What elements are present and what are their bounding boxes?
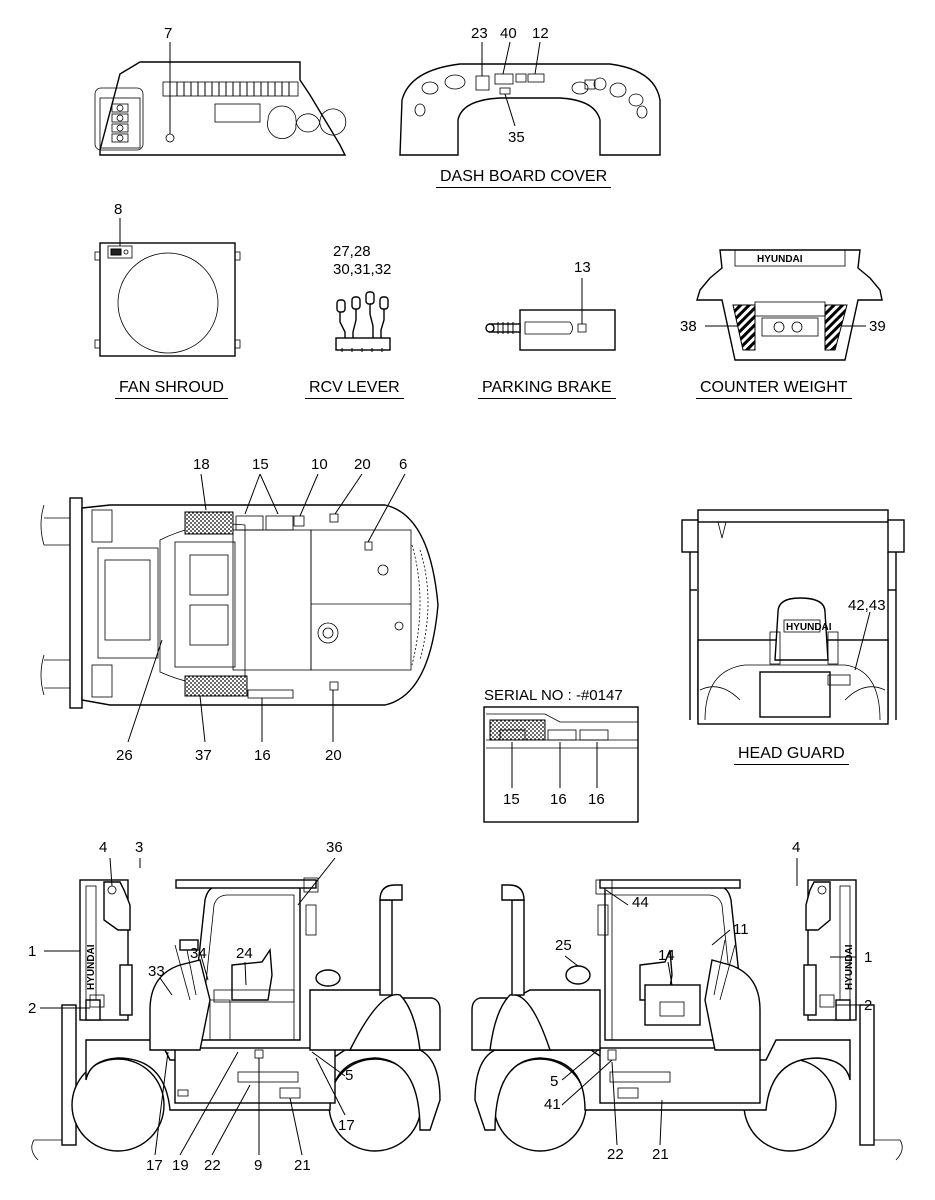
callout-left-1: 1 bbox=[28, 943, 37, 960]
callout-40: 40 bbox=[500, 25, 517, 42]
callout-left-21: 21 bbox=[294, 1157, 311, 1174]
callout-right-5: 5 bbox=[550, 1073, 559, 1090]
seat-brand: HYUNDAI bbox=[786, 622, 832, 633]
callout-7: 7 bbox=[164, 25, 173, 42]
callout-42-43: 42,43 bbox=[848, 597, 886, 614]
callout-left-3: 3 bbox=[135, 839, 144, 856]
callout-left-9: 9 bbox=[254, 1157, 263, 1174]
callout-27-28: 27,28 bbox=[333, 243, 371, 260]
callout-30-31-32: 30,31,32 bbox=[333, 261, 392, 278]
callout-top-20a: 20 bbox=[354, 456, 371, 473]
callout-right-21: 21 bbox=[652, 1146, 669, 1163]
callout-right-2: 2 bbox=[864, 997, 873, 1014]
callout-35: 35 bbox=[508, 129, 525, 146]
callout-39: 39 bbox=[869, 318, 886, 335]
callout-left-4: 4 bbox=[99, 839, 108, 856]
caption-counter-weight: COUNTER WEIGHT bbox=[696, 380, 852, 399]
callout-left-33: 33 bbox=[148, 963, 165, 980]
callout-8: 8 bbox=[114, 201, 123, 218]
callout-right-25: 25 bbox=[555, 937, 572, 954]
serial-inset bbox=[483, 706, 639, 823]
callout-left-22: 22 bbox=[204, 1157, 221, 1174]
parking-brake bbox=[485, 278, 616, 351]
callout-right-41: 41 bbox=[544, 1096, 561, 1113]
caption-fan-shroud: FAN SHROUD bbox=[115, 380, 228, 399]
callout-serial-16b: 16 bbox=[588, 791, 605, 808]
callout-left-24: 24 bbox=[236, 945, 253, 962]
counterweight-brand: HYUNDAI bbox=[757, 254, 803, 265]
mast-brand-left: HYUNDAI bbox=[86, 944, 97, 990]
callout-top-37: 37 bbox=[195, 747, 212, 764]
caption-parking-brake: PARKING BRAKE bbox=[478, 380, 616, 399]
callout-top-16: 16 bbox=[254, 747, 271, 764]
right-side-view: HYUNDAI bbox=[471, 858, 903, 1161]
callout-38: 38 bbox=[680, 318, 697, 335]
callout-top-20b: 20 bbox=[325, 747, 342, 764]
callout-right-4: 4 bbox=[792, 839, 801, 856]
callout-top-15: 15 bbox=[252, 456, 269, 473]
callout-12: 12 bbox=[532, 25, 549, 42]
serial-number-label: SERIAL NO : -#0147 bbox=[484, 687, 623, 704]
counter-weight bbox=[696, 249, 883, 361]
callout-left-5: 5 bbox=[345, 1067, 354, 1084]
rcv-lever bbox=[335, 291, 391, 352]
callout-right-44: 44 bbox=[632, 894, 649, 911]
callout-right-11: 11 bbox=[733, 921, 749, 938]
side-console-panel bbox=[94, 61, 347, 156]
callout-23: 23 bbox=[471, 25, 488, 42]
callout-left-17b: 17 bbox=[146, 1157, 163, 1174]
caption-rcv-lever: RCV LEVER bbox=[305, 380, 404, 399]
callout-top-10: 10 bbox=[311, 456, 328, 473]
callout-top-18: 18 bbox=[193, 456, 210, 473]
callout-right-22: 22 bbox=[607, 1146, 624, 1163]
left-side-view: HYUNDAI bbox=[31, 857, 441, 1161]
callout-right-1: 1 bbox=[864, 949, 873, 966]
callout-13: 13 bbox=[574, 259, 591, 276]
callout-serial-16a: 16 bbox=[550, 791, 567, 808]
callout-left-36: 36 bbox=[326, 839, 343, 856]
caption-dash-board-cover: DASH BOARD COVER bbox=[436, 169, 612, 188]
callout-top-26: 26 bbox=[116, 747, 133, 764]
callout-left-34: 34 bbox=[190, 945, 207, 962]
callout-serial-15: 15 bbox=[503, 791, 520, 808]
callout-left-19: 19 bbox=[172, 1157, 189, 1174]
fan-shroud bbox=[94, 218, 241, 357]
callout-left-17a: 17 bbox=[338, 1117, 355, 1134]
callout-right-14: 14 bbox=[658, 947, 675, 964]
dash-board-cover bbox=[399, 41, 661, 156]
caption-head-guard: HEAD GUARD bbox=[734, 746, 849, 765]
callout-left-2: 2 bbox=[28, 1000, 37, 1017]
mast-brand-right: HYUNDAI bbox=[844, 944, 855, 990]
callout-top-6: 6 bbox=[399, 456, 408, 473]
head-guard bbox=[681, 509, 905, 725]
top-view-drawing bbox=[40, 473, 439, 743]
